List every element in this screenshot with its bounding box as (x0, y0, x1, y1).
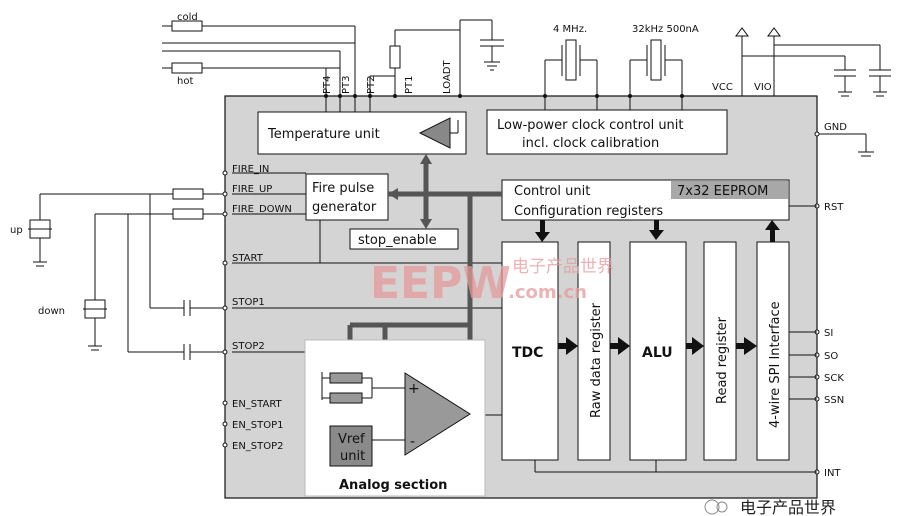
pin-fire-up: FIRE_UP (232, 184, 272, 195)
control-unit-line1: Control unit (514, 184, 590, 199)
stop-enable-label: stop_enable (358, 233, 437, 248)
transducer-wiring (28, 188, 225, 360)
stop-enable-block: stop_enable (349, 228, 459, 250)
loadt-label: LOADT (442, 60, 453, 94)
osc-32khz-label: 32kHz 500nA (632, 24, 699, 35)
oscillator-32khz (629, 39, 683, 96)
spi-interface-label: 4-wire SPI Interface (768, 301, 783, 428)
internal-wires (232, 172, 817, 473)
sensor-wiring (162, 19, 504, 96)
pin-sck: SCK (824, 373, 844, 384)
pin-ssn: SSN (824, 395, 844, 406)
comparator-plus: + (408, 381, 420, 397)
vio-label: VIO (754, 82, 772, 93)
comparator-minus: - (410, 434, 415, 450)
tdc-block: TDC (501, 241, 559, 461)
pin-so: SO (824, 351, 838, 362)
watermark: EEPW .com.cn 电子产品世界 (370, 257, 614, 309)
fire-pulse-line2: generator (312, 200, 377, 215)
temperature-unit-label: Temperature unit (267, 127, 380, 142)
watermark-url: .com.cn (508, 282, 587, 303)
raw-data-register-label: Raw data register (589, 302, 604, 418)
osc-4mhz-label: 4 MHz. (553, 24, 587, 35)
vref-line1: Vref (338, 432, 365, 447)
clock-control-line1: Low-power clock control unit (497, 118, 684, 133)
oscillator-4mhz (544, 39, 598, 96)
read-register-block: Read register (703, 241, 737, 461)
clock-control-line2: incl. clock calibration (522, 136, 659, 151)
pt4-label: PT4 (322, 75, 333, 94)
alu-block: ALU (629, 241, 687, 461)
left-pin-dots (222, 170, 228, 448)
pin-fire-down: FIRE_DOWN (232, 204, 292, 215)
control-unit-line2: Configuration registers (514, 204, 663, 219)
footer-cn: 电子产品世界 (740, 498, 836, 516)
pin-stop1: STOP1 (232, 297, 265, 308)
read-register-label: Read register (715, 316, 730, 404)
vref-line2: unit (340, 449, 365, 464)
pin-en-stop1: EN_STOP1 (232, 420, 284, 431)
pin-int: INT (824, 468, 841, 479)
eeprom-label: 7x32 EEPROM (677, 184, 768, 199)
pin-stop2: STOP2 (232, 341, 265, 352)
raw-data-register-block: Raw data register (577, 241, 611, 461)
pin-si: SI (824, 328, 833, 339)
alu-label: ALU (642, 345, 673, 361)
spi-interface-block: 4-wire SPI Interface (756, 241, 790, 461)
watermark-cn: 电子产品世界 (512, 257, 614, 277)
analog-section-label: Analog section (339, 478, 447, 493)
clock-control-block: Low-power clock control unit incl. clock… (486, 109, 728, 155)
vcc-label: VCC (712, 82, 733, 93)
pipeline-arrows (535, 220, 780, 355)
internal-lines-top (325, 96, 683, 112)
supply-circuit (735, 27, 891, 157)
pin-en-stop2: EN_STOP2 (232, 441, 284, 452)
pin-gnd: GND (824, 122, 847, 133)
pt2-label: PT2 (366, 75, 377, 94)
pin-start: START (232, 253, 264, 264)
tdc-label: TDC (512, 345, 543, 361)
up-label: up (10, 225, 23, 236)
fire-pulse-line1: Fire pulse (312, 181, 374, 196)
analog-section: Vref unit + - Analog section (304, 339, 486, 497)
temperature-unit-block: Temperature unit (257, 111, 467, 155)
hot-label: hot (177, 76, 193, 87)
control-unit-block: Control unit Configuration registers 7x3… (501, 179, 790, 221)
watermark-main: EEPW (370, 258, 511, 309)
pin-fire-in: FIRE_IN (232, 164, 269, 175)
down-label: down (38, 306, 65, 317)
pin-rst: RST (824, 202, 844, 213)
cold-label: cold (177, 12, 198, 23)
fire-pulse-block: Fire pulse generator (305, 173, 389, 221)
pt3-label: PT3 (341, 75, 352, 94)
pin-en-start: EN_START (232, 399, 283, 410)
pt1-label: PT1 (404, 75, 415, 94)
footer-mark: 电子产品世界 (704, 498, 836, 516)
